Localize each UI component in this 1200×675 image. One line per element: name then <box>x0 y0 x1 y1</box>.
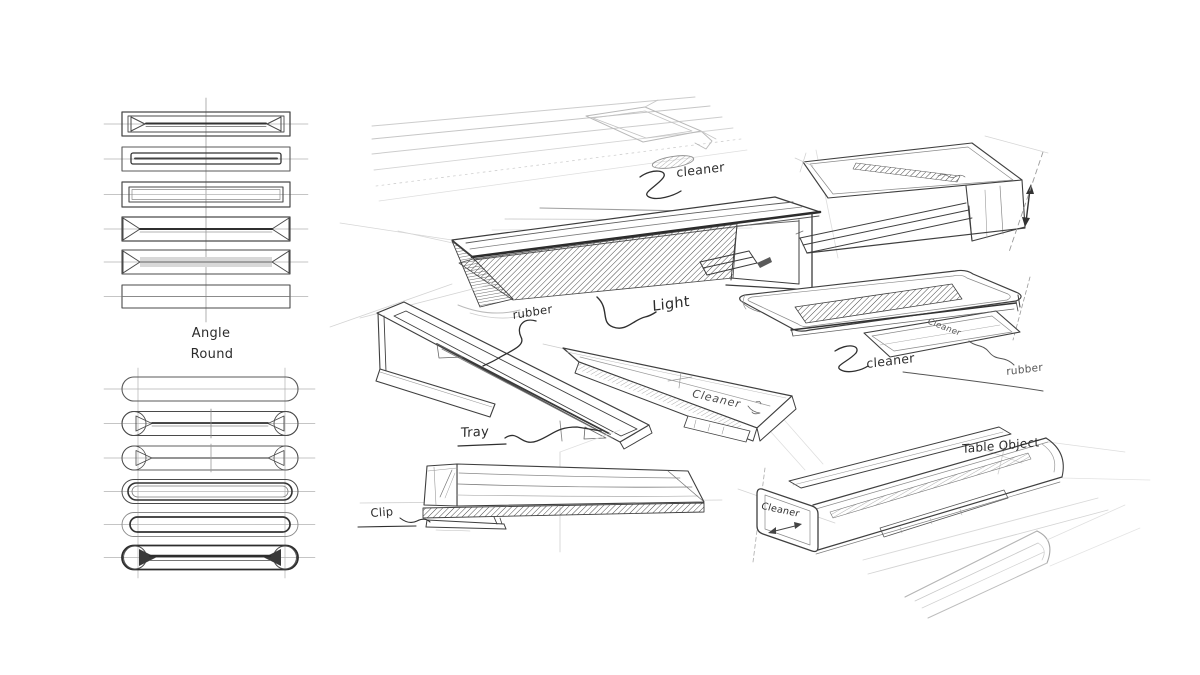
sketch-faint-round-bar <box>862 497 1141 619</box>
profile-studies-angle <box>103 97 309 323</box>
sketch-slot-table-drawer <box>736 269 1031 471</box>
sketch-cleaner-slab <box>542 343 797 443</box>
sketch-tray <box>329 283 653 450</box>
sketch-bar-endcap <box>737 426 1151 563</box>
annotation-connectors <box>357 170 1044 528</box>
sketch-main-table-object <box>451 196 822 319</box>
annotation-tray: Tray <box>460 424 490 442</box>
angle-label: Angle <box>191 326 231 341</box>
annotation-clip: Clip <box>370 504 394 520</box>
profile-studies-round <box>103 367 316 579</box>
sketch-slot-table-top <box>794 135 1049 254</box>
sketch-faint-underlay <box>339 96 839 259</box>
round-label: Round <box>190 347 234 362</box>
sketch-sideview-clip <box>359 429 723 553</box>
